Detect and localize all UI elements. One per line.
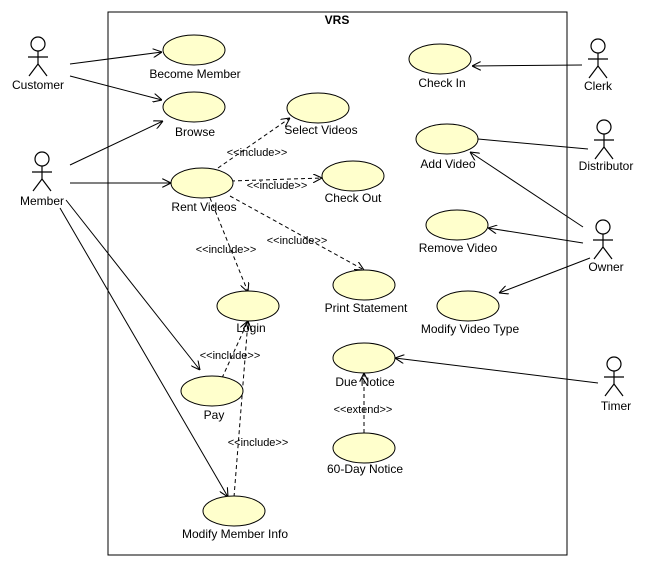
use-case-become-member[interactable] — [162, 34, 226, 66]
actor-label-customer: Customer — [12, 78, 64, 92]
use-case-check-out[interactable] — [321, 160, 385, 192]
use-case-label-modify-member-info: Modify Member Info — [182, 527, 288, 541]
actor-label-timer: Timer — [601, 399, 631, 413]
use-case-label-add-video: Add Video — [420, 157, 475, 171]
use-case-label-become-member: Become Member — [149, 67, 240, 81]
actor-member[interactable] — [32, 151, 52, 192]
assoc-member-pay — [65, 199, 200, 370]
system-title: VRS — [325, 13, 350, 27]
associations — [59, 52, 599, 497]
assoc-member-modify-info — [59, 207, 228, 497]
assoc-timer-due-notice — [395, 358, 599, 384]
stereotype-include-print-statement: <<include>> — [267, 235, 328, 247]
include-check-out — [230, 178, 322, 181]
assoc-owner-remove-video — [488, 228, 584, 244]
use-case-label-remove-video: Remove Video — [419, 241, 498, 255]
use-case-remove-video[interactable] — [425, 209, 489, 241]
use-case-pay[interactable] — [180, 375, 244, 407]
stereotype-labels: <<include>> <<include>> <<include>> <<in… — [196, 147, 393, 449]
stereotype-include-select-videos: <<include>> — [227, 147, 288, 159]
use-case-browse[interactable] — [162, 91, 226, 123]
assoc-owner-add-video — [470, 152, 584, 228]
stereotype-include-login-modify: <<include>> — [228, 437, 289, 449]
use-case-label-due-notice: Due Notice — [335, 375, 395, 389]
use-case-label-login: Login — [236, 321, 265, 335]
actor-customer[interactable] — [28, 36, 48, 77]
assoc-member-browse — [69, 121, 163, 166]
use-case-label-rent-videos: Rent Videos — [171, 200, 236, 214]
include-print-statement — [229, 195, 364, 270]
use-case-60-day-notice[interactable] — [332, 432, 396, 464]
dependencies — [209, 118, 364, 498]
include-login-from-pay — [221, 321, 248, 379]
actor-timer[interactable] — [604, 356, 624, 397]
use-case-modify-member-info[interactable] — [202, 495, 266, 527]
use-case-label-modify-video-type: Modify Video Type — [421, 322, 520, 336]
include-select-videos — [217, 118, 290, 169]
use-case-label-browse: Browse — [175, 125, 215, 139]
use-case-add-video[interactable] — [415, 123, 479, 155]
actor-label-distributor: Distributor — [579, 159, 634, 173]
use-cases: Become Member Browse Select Videos Rent … — [149, 34, 520, 541]
use-case-rent-videos[interactable] — [170, 167, 234, 199]
actor-label-clerk: Clerk — [584, 79, 613, 93]
use-case-modify-video-type[interactable] — [436, 290, 500, 322]
assoc-clerk-check-in — [472, 65, 583, 66]
include-login-from-modify — [233, 321, 248, 498]
actor-clerk[interactable] — [588, 38, 608, 79]
system-boundary — [107, 11, 568, 556]
use-case-label-check-out: Check Out — [325, 191, 382, 205]
use-case-label-check-in: Check In — [418, 76, 465, 90]
stereotype-include-check-out: <<include>> — [247, 180, 308, 192]
assoc-customer-become-member — [69, 52, 162, 65]
stereotype-include-login-rent: <<include>> — [196, 244, 257, 256]
assoc-owner-modify-video-type — [499, 257, 591, 293]
use-case-login[interactable] — [216, 290, 280, 322]
use-case-due-notice[interactable] — [332, 342, 396, 374]
use-case-label-select-videos: Select Videos — [284, 123, 357, 137]
assoc-distributor-add-video — [477, 138, 589, 150]
use-case-print-statement[interactable] — [332, 269, 396, 301]
actor-owner[interactable] — [593, 219, 613, 260]
stereotype-extend-due-notice: <<extend>> — [334, 404, 393, 416]
stereotype-include-login-pay: <<include>> — [200, 350, 261, 362]
actor-distributor[interactable] — [594, 119, 614, 160]
include-login-from-rent — [209, 197, 248, 292]
use-case-check-in[interactable] — [408, 43, 472, 75]
actor-label-owner: Owner — [588, 260, 623, 274]
assoc-customer-browse — [69, 75, 162, 100]
use-case-label-print-statement: Print Statement — [325, 301, 408, 315]
use-case-select-videos[interactable] — [286, 92, 350, 124]
actor-label-member: Member — [20, 194, 64, 208]
use-case-label-pay: Pay — [204, 408, 225, 422]
use-case-label-60-day-notice: 60-Day Notice — [327, 462, 403, 476]
